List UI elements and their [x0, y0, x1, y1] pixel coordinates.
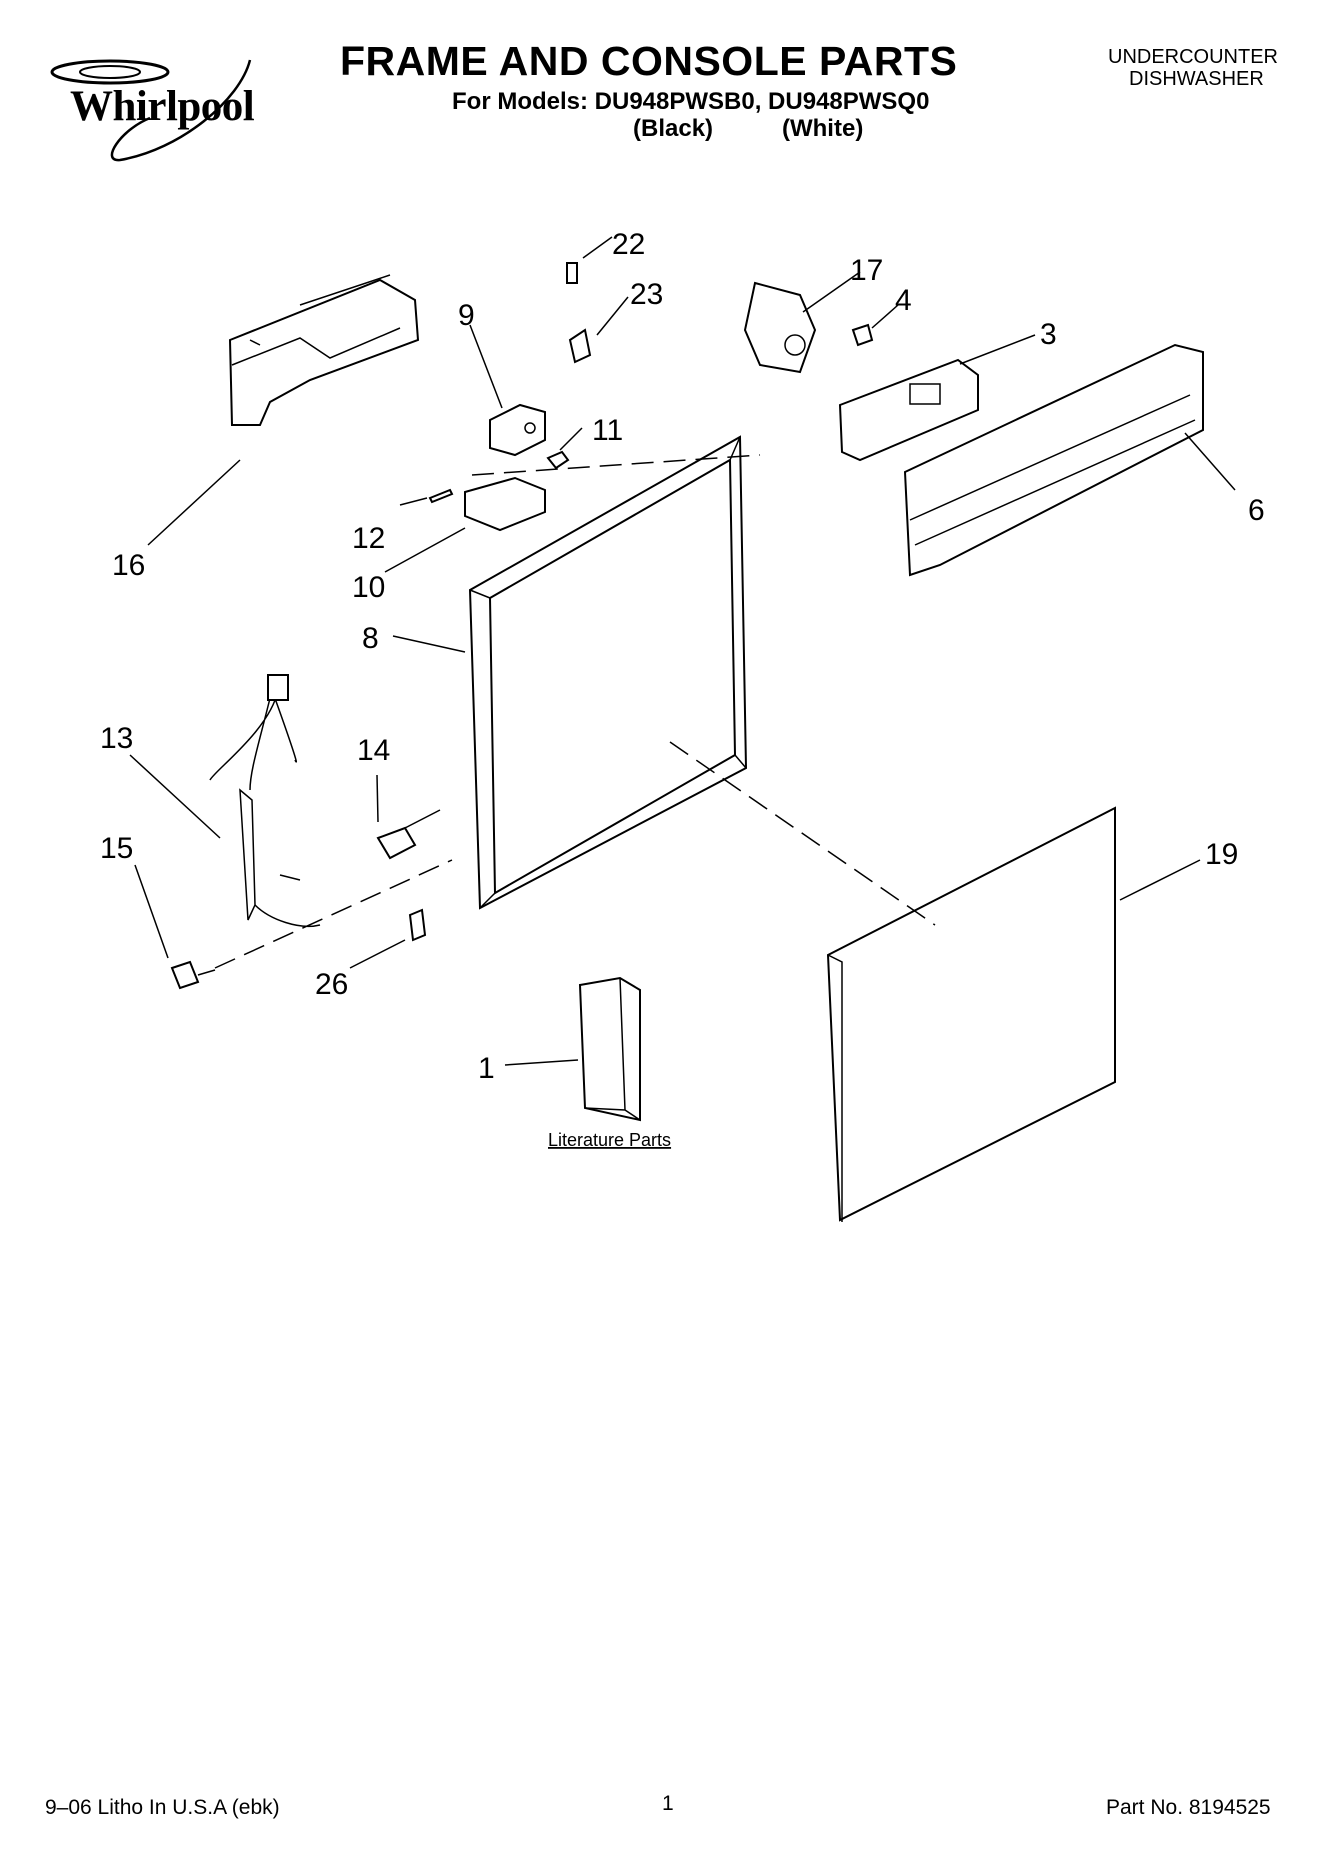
part-11-clip — [546, 450, 570, 470]
part-4-clip — [851, 323, 874, 347]
callout-4: 4 — [895, 284, 912, 317]
part-9-bracket — [489, 403, 546, 457]
callout-3: 3 — [1040, 318, 1057, 351]
page-number: 1 — [662, 1792, 674, 1815]
part-15-screw — [170, 960, 216, 990]
leader-lines — [129, 236, 1236, 1066]
part-26-clip — [408, 908, 427, 942]
callout-16: 16 — [112, 549, 145, 582]
product-line-1: UNDERCOUNTER — [1108, 46, 1278, 68]
callout-8: 8 — [362, 622, 379, 655]
callout-9: 9 — [458, 299, 475, 332]
part-19-panel — [826, 806, 1116, 1222]
variant-white: (White) — [782, 115, 864, 142]
part-22-spring — [566, 262, 578, 284]
callout-22: 22 — [612, 228, 645, 261]
part-13-wire-harness — [209, 674, 321, 927]
part-17-switch — [743, 281, 817, 374]
part-6-console — [903, 343, 1204, 577]
whirlpool-logo: Whirlpool — [70, 83, 255, 130]
callout-13: 13 — [100, 722, 133, 755]
part-10-base — [464, 476, 546, 532]
callout-23: 23 — [630, 278, 663, 311]
model-list: For Models: DU948PWSB0, DU948PWSQ0 — [452, 88, 930, 115]
callout-12: 12 — [352, 522, 385, 555]
callout-19: 19 — [1205, 838, 1238, 871]
callout-11: 11 — [592, 414, 623, 447]
callout-17: 17 — [850, 254, 883, 287]
part-14-connector — [376, 826, 417, 860]
literature-parts-label: Literature Parts — [548, 1130, 671, 1150]
variant-black: (Black) — [633, 115, 714, 142]
page-title: FRAME AND CONSOLE PARTS — [340, 38, 958, 84]
part-1-literature — [578, 976, 641, 1122]
product-line-2: DISHWASHER — [1129, 68, 1264, 90]
callout-6: 6 — [1248, 494, 1265, 527]
part-3-control-board — [838, 358, 979, 462]
part-8-frame — [468, 435, 748, 910]
logo-swoosh-icon — [50, 59, 252, 162]
callout-14: 14 — [357, 734, 390, 767]
callout-10: 10 — [352, 571, 385, 604]
footer-print-info: 9–06 Litho In U.S.A (ebk) — [45, 1796, 280, 1819]
part-16-cover — [228, 274, 420, 426]
callout-15: 15 — [100, 832, 133, 865]
part-12-pin — [428, 488, 454, 504]
callout-1: 1 — [478, 1052, 495, 1085]
callout-26: 26 — [315, 968, 348, 1001]
part-number: Part No. 8194525 — [1106, 1796, 1271, 1819]
part-23-latch — [568, 328, 592, 364]
